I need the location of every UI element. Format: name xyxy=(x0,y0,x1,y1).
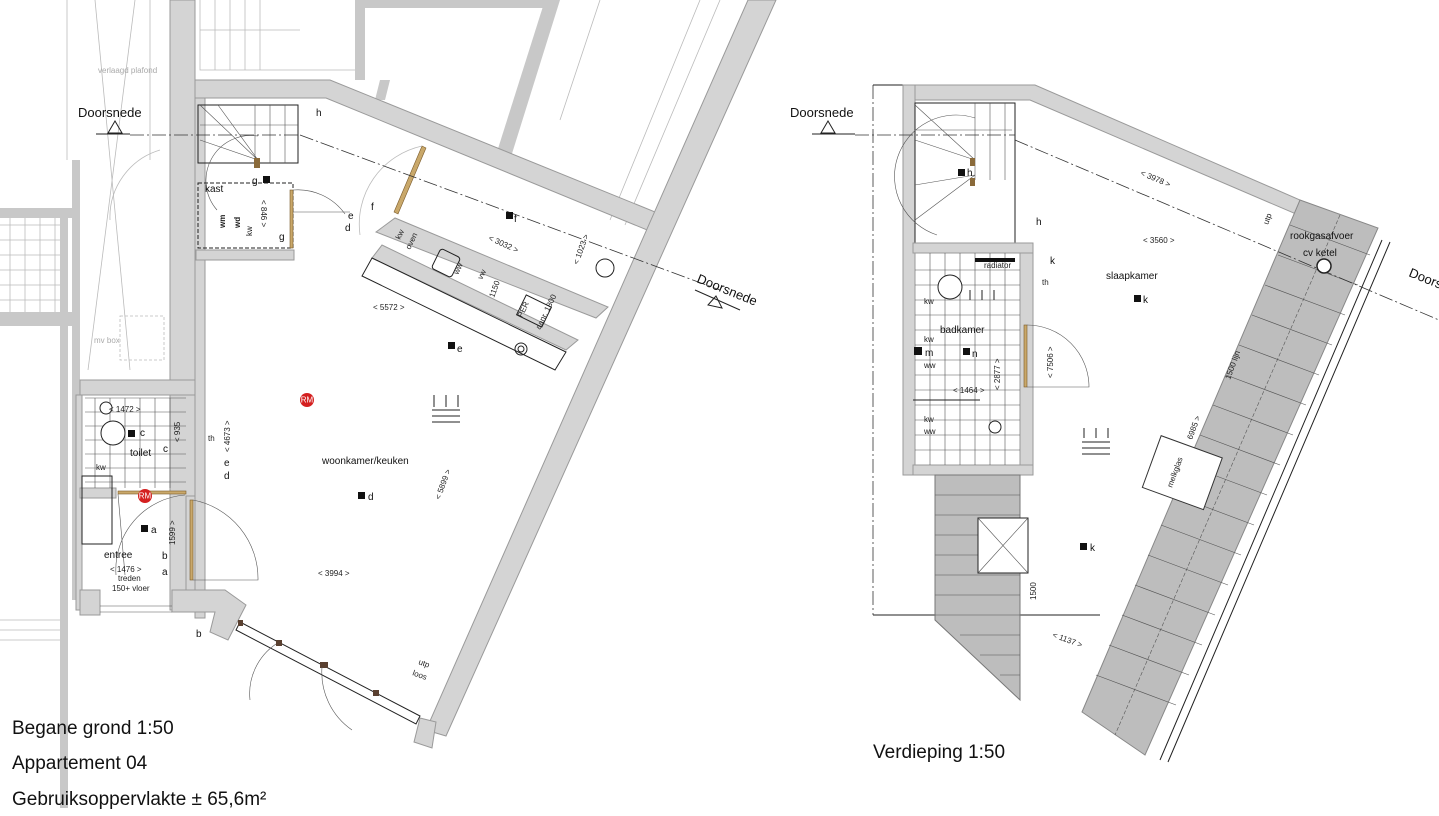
switch-letter: d xyxy=(224,471,230,482)
dimension: < 1472 > xyxy=(109,405,141,414)
room-label-toilet: toilet xyxy=(130,448,151,459)
section-label: Doorsnede xyxy=(1407,265,1439,303)
switch-letter: e xyxy=(348,211,354,222)
fixture-label: wd xyxy=(233,217,242,229)
left-plan-walls xyxy=(75,0,777,749)
fixture-label: wm xyxy=(218,215,227,229)
switch-letter: c xyxy=(140,428,145,439)
smoke-detector-label: RM xyxy=(301,396,314,405)
switch-letter: b xyxy=(196,629,202,640)
section-label: Doorsnede xyxy=(790,105,854,120)
switch-letter: c xyxy=(163,444,168,455)
room-label-badkamer: badkamer xyxy=(940,325,985,336)
room-label-woonkamer: woonkamer/keuken xyxy=(321,456,409,467)
fixture-label: vw xyxy=(476,268,488,281)
dimension: < 2877 > xyxy=(993,358,1002,390)
switch-letter: a xyxy=(151,525,157,536)
dimension: < 3560 > xyxy=(1143,236,1175,245)
smoke-detector-label: RM xyxy=(139,492,152,501)
switch-letter: k xyxy=(1143,295,1149,306)
switch-letter: h xyxy=(967,168,973,179)
switch-letter: e xyxy=(224,458,230,469)
switch-letter: d xyxy=(368,492,374,503)
drawing-title: Begane grond 1:50 xyxy=(12,718,174,739)
dimension: < 3994 > xyxy=(318,569,350,578)
switch-letter: k xyxy=(1090,543,1096,554)
dimension: < 3978 > xyxy=(1139,169,1172,190)
switch-letter: f xyxy=(514,214,517,225)
switch-letter: g xyxy=(252,176,258,187)
fixture-label: kw xyxy=(394,228,406,241)
section-label: Doorsnede xyxy=(695,271,760,309)
fixture-label: kw xyxy=(96,463,106,472)
dimension: < 5899 > xyxy=(433,468,452,501)
roof-tiles xyxy=(1081,199,1379,756)
dimension: < 1464 > xyxy=(953,386,985,395)
fixture-label: 150+ vloer xyxy=(112,584,150,593)
neighbour-ceiling-label: verlaagd plafond xyxy=(98,66,157,75)
fixture-label: loos xyxy=(411,668,428,681)
fixture-label: utp xyxy=(1261,212,1273,226)
switch-letter: h xyxy=(316,108,322,119)
switch-letter: g xyxy=(279,232,285,243)
neighbour-context: verlaagd plafond mv box xyxy=(0,0,721,808)
fixture-label: ww xyxy=(923,427,936,436)
room-label-entree: entree xyxy=(104,550,133,561)
fixture-label: cv ketel xyxy=(1303,248,1337,259)
section-label: Doorsnede xyxy=(78,105,142,120)
switch-letter: k xyxy=(1050,256,1056,267)
dimension: < 935 xyxy=(173,421,182,442)
room-label-kast: kast xyxy=(205,184,224,195)
room-label-slaapkamer: slaapkamer xyxy=(1106,271,1158,282)
dimension: 1599 > xyxy=(168,520,177,545)
switch-letter: f xyxy=(371,202,374,213)
dimension: < 1137 > xyxy=(1051,630,1084,649)
fixture-label: utp xyxy=(417,657,431,669)
dimension: 1150 xyxy=(487,279,502,299)
switch-letter: d xyxy=(345,223,351,234)
fixture-label: treden xyxy=(118,574,141,583)
dimension: < 7506 > xyxy=(1046,346,1055,378)
fixture-label: ww xyxy=(923,361,936,370)
apartment-number: Appartement 04 xyxy=(12,753,148,774)
fixture-label: kw xyxy=(924,297,934,306)
switch-letter: a xyxy=(162,567,168,578)
fixture-label: kw xyxy=(245,226,254,236)
lower-roof xyxy=(934,474,1021,702)
fixture-label: th xyxy=(1042,278,1049,287)
switch-letter: m xyxy=(925,348,933,359)
fixture-label: kw xyxy=(924,415,934,424)
dimension: < 1023 > xyxy=(571,233,590,266)
fixture-label: radiator xyxy=(984,261,1011,270)
right-plan: Doorsnede Doorsnede badkamer slaapkamer … xyxy=(790,84,1439,763)
switch-letter: h xyxy=(1036,217,1042,228)
dimension: < 5572 > xyxy=(373,303,405,312)
dimension: < 846 > xyxy=(259,200,268,227)
dimension: < 1476 > xyxy=(110,565,142,574)
fixture-label: th xyxy=(208,434,215,443)
usable-area: Gebruiksoppervlakte ± 65,6m² xyxy=(12,789,266,810)
fixture-label: kw xyxy=(924,335,934,344)
fixture-label: rookgasafvoer xyxy=(1290,231,1354,242)
dimension: < 4673 > xyxy=(223,420,232,452)
mv-box-label: mv box xyxy=(94,336,120,345)
left-plan-details: Doorsnede Doorsnede RM RM xyxy=(78,104,760,731)
switch-letter: n xyxy=(972,349,978,360)
switch-letter: e xyxy=(457,344,463,355)
drawing-title: Verdieping 1:50 xyxy=(873,742,1005,763)
switch-letter: b xyxy=(162,551,168,562)
dimension: 1500 xyxy=(1029,582,1038,600)
dimension: < 3032 > xyxy=(487,234,520,255)
